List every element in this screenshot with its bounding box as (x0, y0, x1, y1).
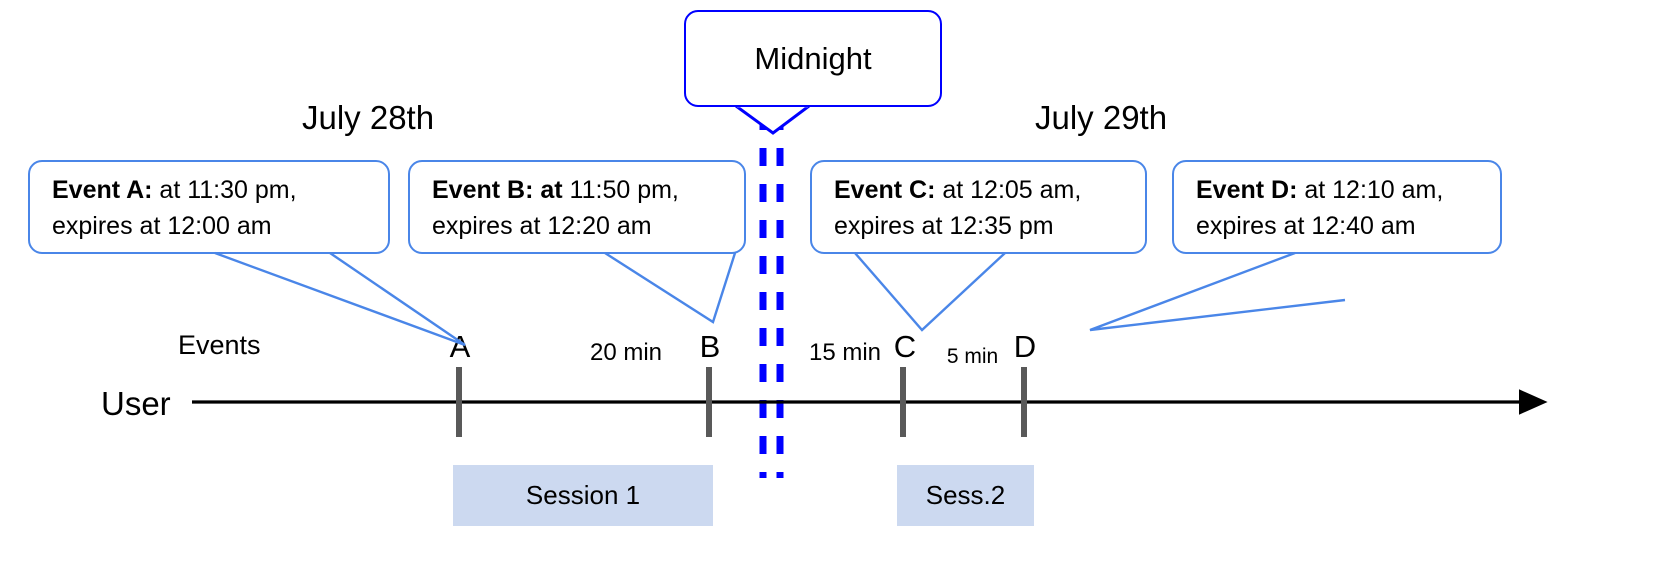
day-label-right: July 29th (1035, 99, 1168, 136)
callout-tail-event-b (604, 251, 737, 324)
callout-event-a-line1: Event A: at 11:30 pm, (52, 172, 374, 208)
callout-event-d-line2: expires at 12:40 am (1196, 212, 1416, 240)
session-block-1: Session 1 (453, 465, 713, 526)
gap-label-b-c: 15 min (808, 339, 882, 366)
callout-event-c-rest: at 12:05 am, (935, 176, 1082, 204)
callout-event-d-rest: at 12:10 am, (1297, 176, 1444, 204)
midnight-label: Midnight (754, 40, 872, 76)
callout-event-a: Event A: at 11:30 pm, expires at 12:00 a… (28, 160, 390, 254)
lane-label-user: User (101, 385, 171, 422)
callout-event-b: Event B: at 11:50 pm, expires at 12:20 a… (408, 160, 746, 254)
callout-event-b-line2: expires at 12:20 am (432, 212, 652, 240)
midnight-callout-tail (735, 104, 810, 135)
callout-event-b-line1: Event B: at 11:50 pm, (432, 172, 730, 208)
callout-tail-event-a (214, 251, 466, 347)
callout-event-b-rest: 11:50 pm, (562, 176, 679, 204)
day-label-left: July 28th (302, 99, 435, 136)
callout-event-a-line2: expires at 12:00 am (52, 212, 272, 240)
callout-tail-event-c (854, 252, 1006, 332)
gap-label-c-d: 5 min (946, 345, 999, 368)
event-letter-d: D (1013, 329, 1037, 364)
callout-event-a-bold: Event A: (52, 176, 153, 204)
event-letter-b: B (699, 329, 721, 364)
midnight-callout: Midnight (684, 10, 942, 107)
callout-event-d-line1: Event D: at 12:10 am, (1196, 172, 1486, 208)
event-letter-c: C (893, 329, 917, 364)
session-block-1-label: Session 1 (525, 480, 641, 510)
callout-event-c-line1: Event C: at 12:05 am, (834, 172, 1131, 208)
gap-label-a-b: 20 min (589, 339, 663, 366)
callout-tail-event-d (1089, 251, 1346, 332)
callout-event-c-line2: expires at 12:35 pm (834, 212, 1054, 240)
lane-label-events: Events (178, 330, 261, 360)
callout-event-b-bold: Event B: at (432, 176, 563, 204)
callout-event-c: Event C: at 12:05 am, expires at 12:35 p… (810, 160, 1147, 254)
callout-event-d-bold: Event D: (1196, 176, 1298, 204)
callout-event-c-bold: Event C: (834, 176, 936, 204)
callout-event-a-rest: at 11:30 pm, (152, 176, 297, 204)
session-block-2-label: Sess.2 (925, 480, 1006, 510)
callout-event-d: Event D: at 12:10 am, expires at 12:40 a… (1172, 160, 1502, 254)
session-block-2: Sess.2 (897, 465, 1034, 526)
